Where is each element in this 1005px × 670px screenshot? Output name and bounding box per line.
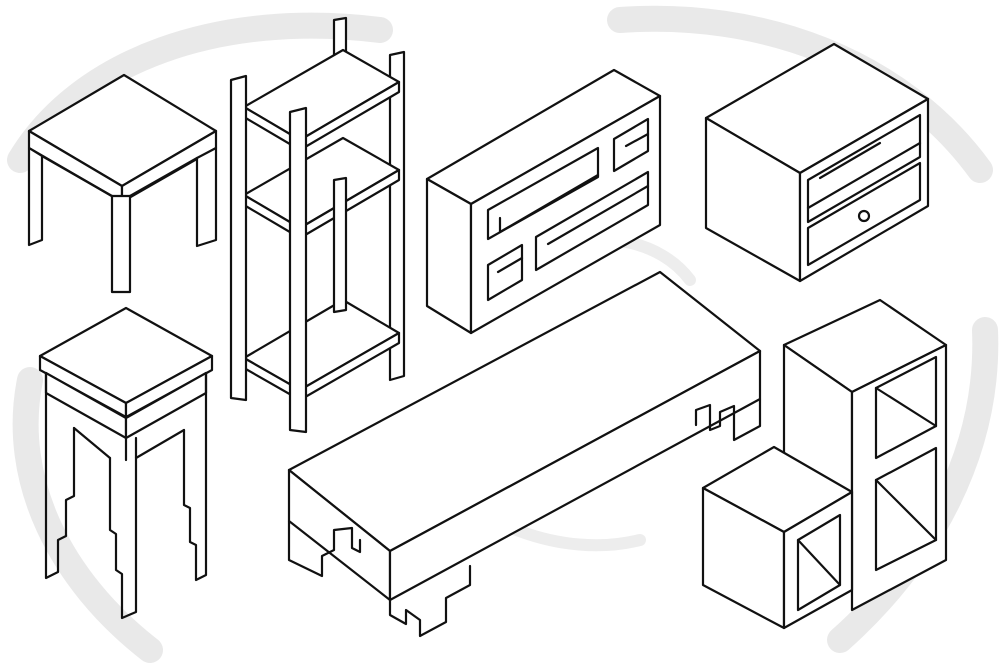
drawer-knob-icon [857, 209, 871, 223]
low-coffee-table [287, 270, 762, 638]
nightstand-with-drawer [704, 42, 930, 283]
open-cubby-cabinet [425, 68, 662, 335]
tall-shelf [229, 16, 406, 434]
tall-stool [38, 306, 214, 620]
side-table [27, 73, 218, 294]
l-shaped-cube-shelf [701, 298, 948, 630]
